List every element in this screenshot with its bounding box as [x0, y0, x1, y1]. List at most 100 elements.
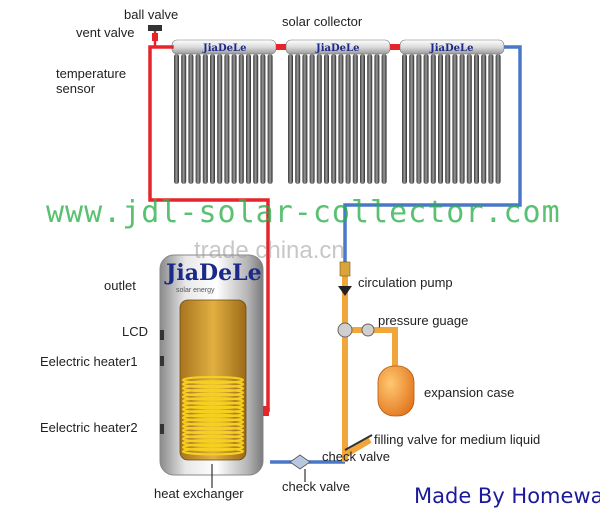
coil-loop — [182, 388, 244, 397]
vacuum-tube — [374, 54, 380, 184]
coil-loop — [182, 443, 244, 452]
vacuum-tube — [360, 54, 365, 184]
svg-text:JiaDeLe: JiaDeLe — [202, 43, 246, 54]
vent-valve-icon — [152, 33, 158, 41]
label-filling-valve: filling valve for medium liquid — [374, 432, 540, 447]
label-electric-heater-2: Eelectric heater2 — [40, 420, 138, 435]
label-electric-heater-1: Eelectric heater1 — [40, 354, 138, 369]
label-lcd: LCD — [122, 324, 148, 339]
coil-loop — [182, 397, 244, 405]
coil-loop — [182, 422, 244, 431]
label-vent-valve: vent valve — [76, 25, 135, 40]
coil-loop — [182, 409, 244, 418]
trade-watermark: trade.china.cn — [194, 237, 345, 264]
vacuum-tube — [474, 54, 479, 184]
vacuum-tube — [324, 54, 329, 184]
svg-text:solar energy: solar energy — [176, 287, 215, 294]
vacuum-tube — [416, 54, 422, 184]
electric-heater-2-connector — [160, 424, 164, 434]
electric-heater-1-connector — [160, 356, 164, 366]
vacuum-tube — [224, 54, 230, 184]
vacuum-tube — [210, 54, 215, 184]
vacuum-tube — [430, 54, 436, 184]
collector-brand-logo: JiaDeLe — [315, 43, 359, 54]
vacuum-tube — [438, 54, 443, 184]
vacuum-tube — [409, 54, 415, 184]
circulation-pump-icon — [338, 261, 352, 296]
svg-text:JiaDeLe: JiaDeLe — [164, 260, 262, 286]
label-ball-valve: ball valve — [124, 7, 178, 22]
coil-loop — [182, 405, 244, 414]
coil-loop — [182, 384, 244, 393]
filling-valve-icon — [344, 434, 373, 451]
lcd-panel — [160, 330, 164, 340]
vacuum-tube — [338, 54, 344, 184]
vacuum-tube — [367, 54, 373, 184]
svg-text:trade.china.cn: trade.china.cn — [194, 237, 345, 264]
label-check-valve-1: check valve — [322, 449, 390, 464]
vacuum-tube — [316, 54, 322, 184]
coil-loop — [182, 376, 244, 384]
coil-loop — [182, 418, 244, 426]
vacuum-tube — [246, 54, 251, 184]
tank-outlet-connector — [263, 406, 269, 416]
vacuum-tube — [488, 54, 494, 184]
label-circulation-pump: circulation pump — [358, 275, 453, 290]
label-expansion-case: expansion case — [424, 385, 514, 400]
vacuum-tube — [459, 54, 465, 184]
collector-brand-logo: JiaDeLe — [202, 43, 246, 54]
solar-collector-panel-2: JiaDeLe — [285, 39, 391, 184]
vacuum-tube — [174, 54, 179, 184]
vacuum-tube — [195, 54, 201, 184]
pressure-gauge-icon — [337, 322, 375, 338]
vacuum-tube — [495, 54, 501, 184]
vacuum-tube — [466, 54, 472, 184]
vacuum-tube — [309, 54, 315, 184]
vacuum-tube — [202, 54, 208, 184]
heat-exchanger-coil — [182, 376, 244, 456]
vacuum-tube — [188, 54, 194, 184]
coil-loop — [182, 439, 244, 447]
tank-brand-logo: JiaDeLe solar energy — [164, 260, 262, 294]
label-heat-exchanger: heat exchanger — [154, 486, 244, 501]
label-check-valve-2: check valve — [282, 479, 350, 494]
coil-loop — [182, 434, 244, 443]
vacuum-tube — [452, 54, 458, 184]
credit-text: Made By Homeway Yan — [414, 484, 600, 508]
vacuum-tube — [481, 54, 487, 184]
ball-valve-icon — [148, 25, 162, 31]
vacuum-tube — [402, 54, 407, 184]
check-valve-icon — [289, 454, 311, 470]
coil-loop — [182, 380, 244, 389]
svg-text:www.jdl-solar-collector.com: www.jdl-solar-collector.com — [46, 195, 561, 230]
vacuum-tube — [231, 54, 237, 184]
vacuum-tube — [381, 54, 387, 184]
coil-loop — [182, 392, 244, 401]
solar-collector-array: JiaDeLe JiaDeLe JiaDeLe — [171, 39, 505, 184]
solar-collector-panel-3: JiaDeLe — [399, 39, 505, 184]
vacuum-tube — [217, 54, 223, 184]
coil-loop — [182, 430, 244, 439]
vacuum-tube — [445, 54, 451, 184]
vacuum-tube — [302, 54, 308, 184]
svg-text:JiaDeLe: JiaDeLe — [315, 43, 359, 54]
label-pressure-guage: pressure guage — [378, 313, 468, 328]
vacuum-tube — [260, 54, 266, 184]
vacuum-tube — [331, 54, 337, 184]
coil-loop — [182, 401, 244, 410]
coil-loop — [182, 426, 244, 435]
vacuum-tube — [238, 54, 244, 184]
vacuum-tube — [267, 54, 273, 184]
label-solar-collector: solar collector — [282, 14, 363, 29]
vacuum-tube — [352, 54, 358, 184]
solar-collector-panel-1: JiaDeLe — [171, 39, 277, 184]
expansion-case-icon — [377, 365, 415, 417]
coil-loop — [182, 413, 244, 422]
label-outlet: outlet — [104, 278, 136, 293]
site-watermark: www.jdl-solar-collector.com — [46, 195, 561, 230]
vacuum-tube — [423, 54, 429, 184]
vacuum-tube — [345, 54, 351, 184]
vacuum-tube — [181, 54, 187, 184]
